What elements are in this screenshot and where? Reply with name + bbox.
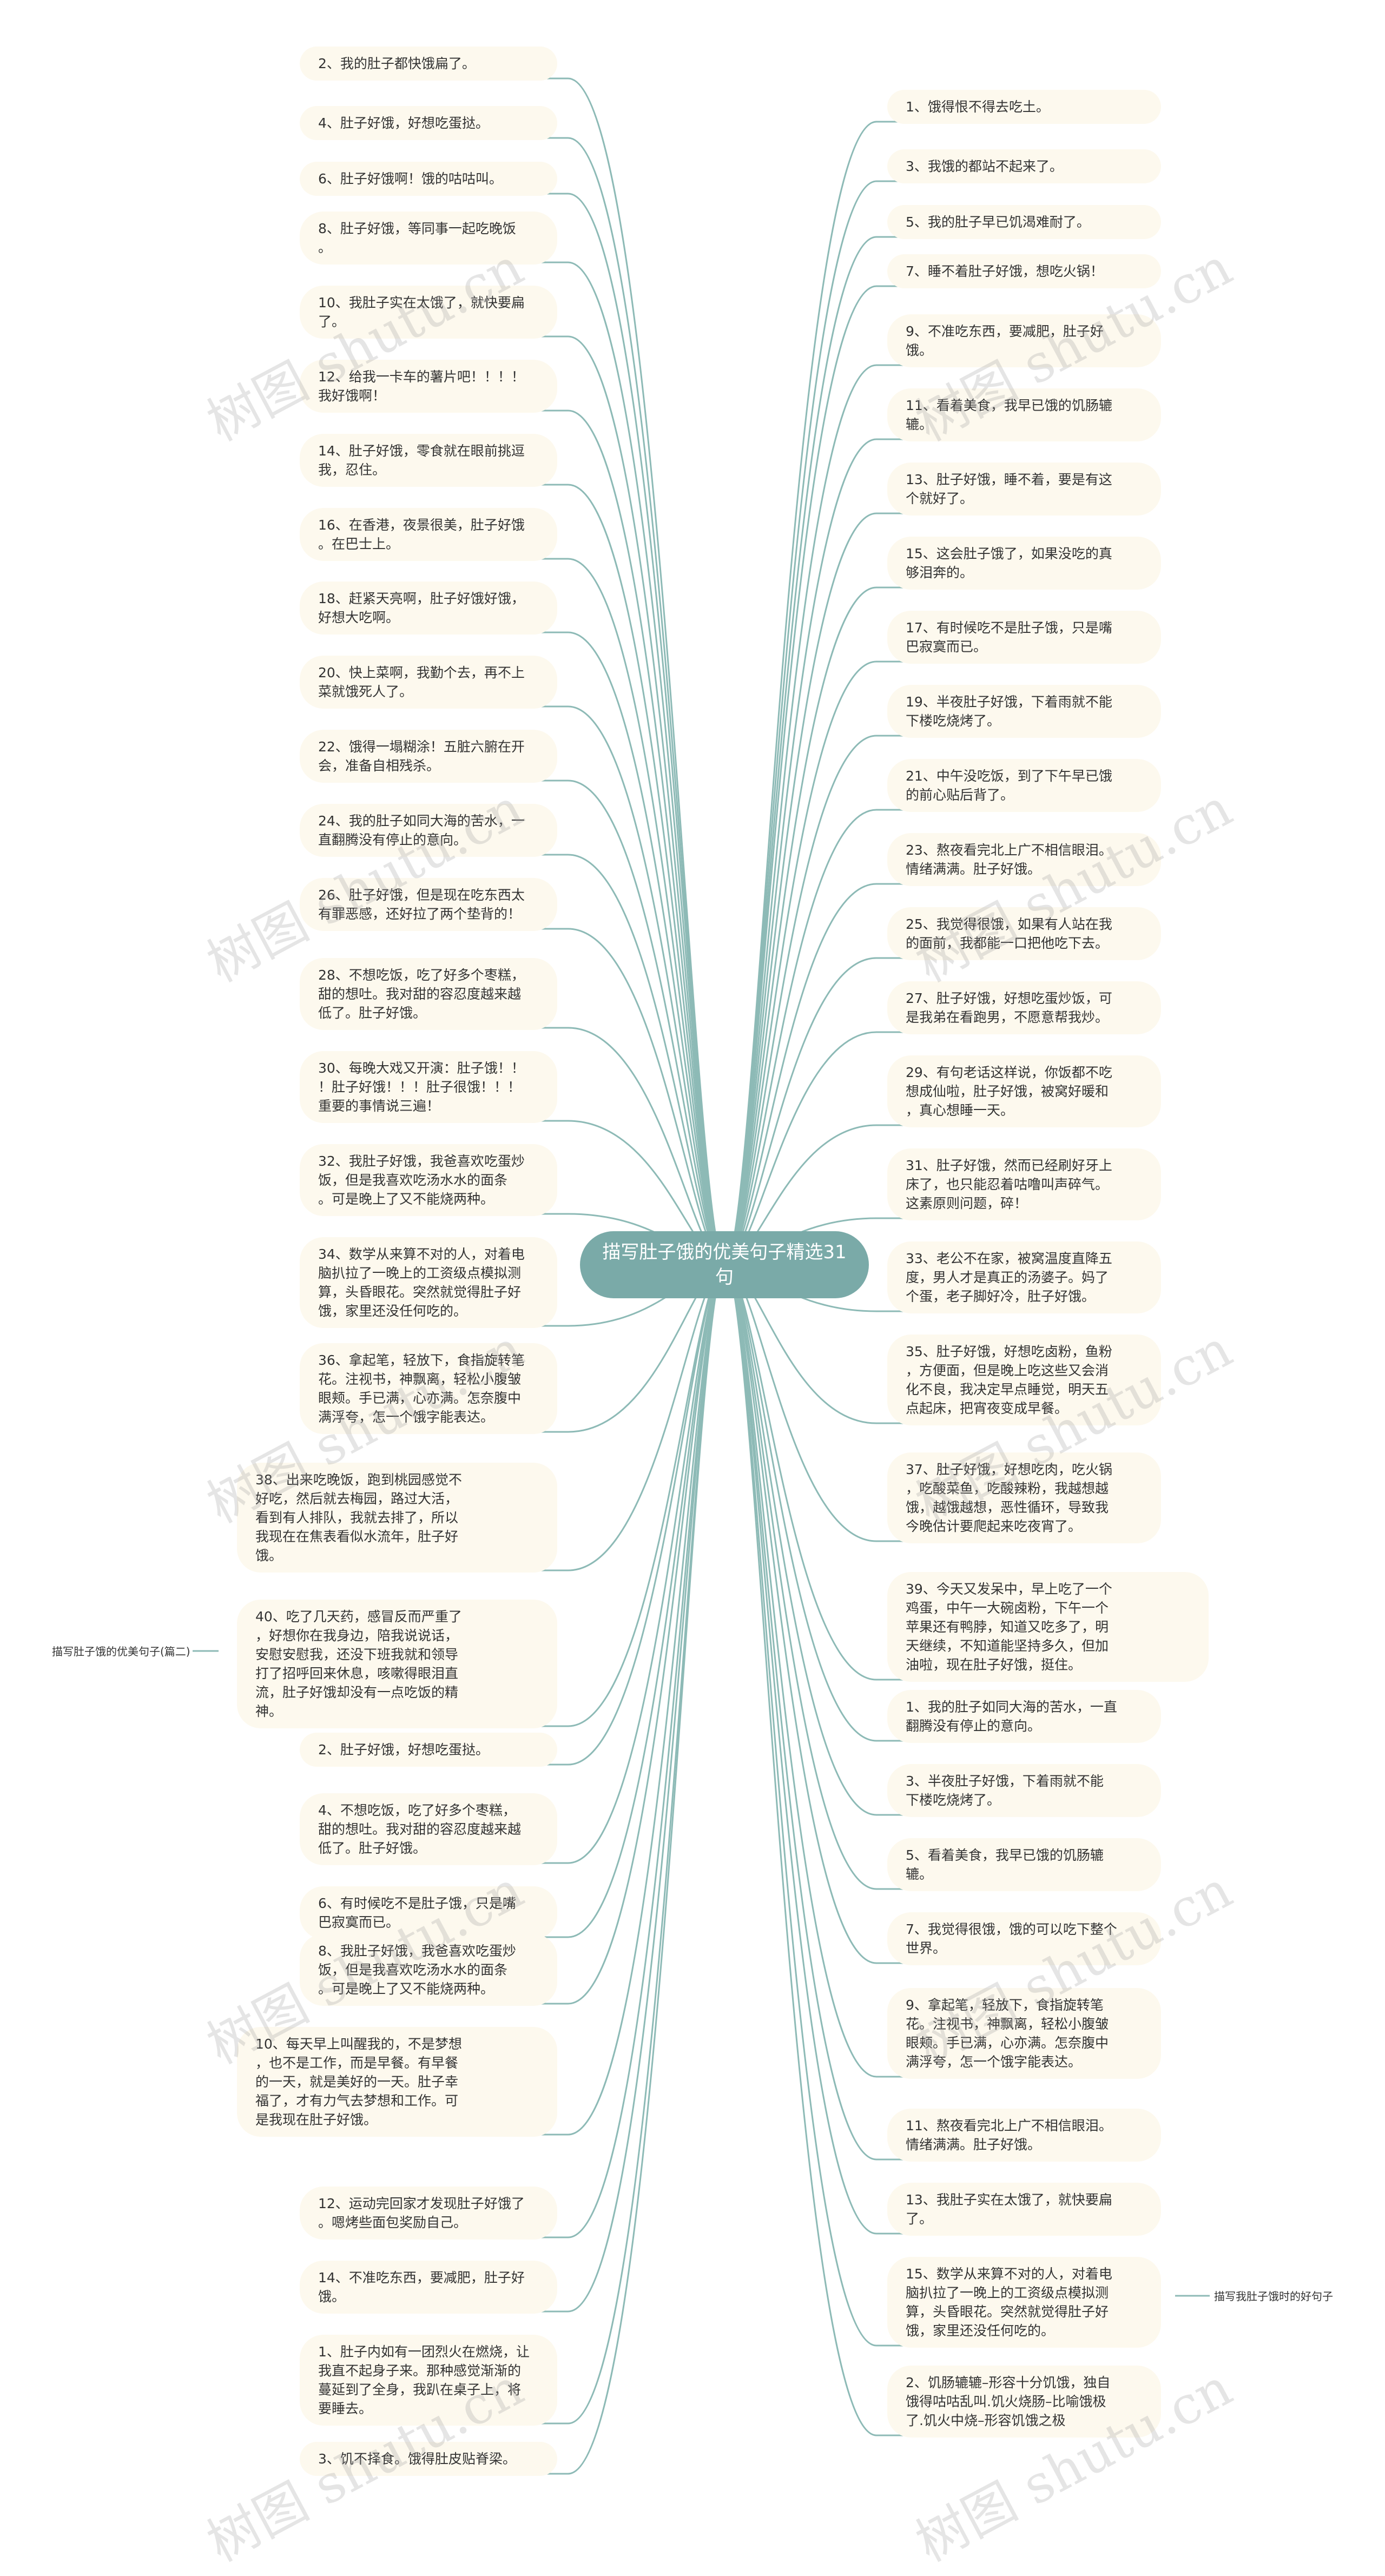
right-node[interactable]: 17、有时候吃不是肚子饿，只是嘴 巴寂寞而已。 xyxy=(887,611,1161,664)
right-node[interactable]: 9、不准吃东西，要减肥，肚子好 饿。 xyxy=(887,314,1161,367)
left-node[interactable]: 16、在香港，夜景很美，肚子好饿 。在巴士上。 xyxy=(300,508,557,561)
right-node[interactable]: 11、熬夜看完北上广不相信眼泪。 情绪满满。肚子好饿。 xyxy=(887,2109,1161,2162)
left-node[interactable]: 24、我的肚子如同大海的苦水，一 直翻腾没有停止的意向。 xyxy=(300,804,557,857)
left-node[interactable]: 14、不准吃东西，要减肥，肚子好 饿。 xyxy=(300,2261,557,2314)
left-node[interactable]: 14、肚子好饿，零食就在眼前挑逗 我，忍住。 xyxy=(300,434,557,487)
right-node[interactable]: 35、肚子好饿，好想吃卤粉，鱼粉 ，方便面，但是晚上吃这些又会消 化不良，我决定… xyxy=(887,1335,1161,1425)
root-topic[interactable]: 描写肚子饿的优美句子精选31句 xyxy=(580,1231,869,1298)
right-node[interactable]: 21、中午没吃饭，到了下午早已饿 的前心贴后背了。 xyxy=(887,759,1161,812)
left-node[interactable]: 8、我肚子好饿，我爸喜欢吃蛋炒 饭，但是我喜欢吃汤水水的面条 。可是晚上了又不能… xyxy=(300,1934,557,2006)
right-node[interactable]: 7、我觉得很饿，饿的可以吃下整个 世界。 xyxy=(887,1912,1161,1965)
left-node[interactable]: 40、吃了几天药，感冒反而严重了 ，好想你在我身边，陪我说说话， 安慰安慰我，还… xyxy=(237,1600,557,1728)
right-node[interactable]: 33、老公不在家，被窝温度直降五 度，男人才是真正的汤婆子。妈了 个蛋，老子脚好… xyxy=(887,1241,1161,1313)
right-node[interactable]: 19、半夜肚子好饿，下着雨就不能 下楼吃烧烤了。 xyxy=(887,685,1161,738)
left-node[interactable]: 10、每天早上叫醒我的，不是梦想 ，也不是工作，而是早餐。有早餐 的一天，就是美… xyxy=(237,2027,557,2137)
left-node[interactable]: 34、数学从来算不对的人，对着电 脑扒拉了一晚上的工资级点模拟测 算，头昏眼花。… xyxy=(300,1237,557,1328)
right-node[interactable]: 31、肚子好饿，然而已经刷好牙上 床了，也只能忍着咕噜叫声碎气。 这素原则问题，… xyxy=(887,1148,1161,1220)
left-node[interactable]: 3、饥不择食。饿得肚皮贴脊梁。 xyxy=(300,2442,557,2476)
left-node[interactable]: 12、运动完回家才发现肚子好饿了 。嗯烤些面包奖励自己。 xyxy=(300,2187,557,2240)
left-node[interactable]: 32、我肚子好饿，我爸喜欢吃蛋炒 饭，但是我喜欢吃汤水水的面条 。可是晚上了又不… xyxy=(300,1144,557,1216)
right-node[interactable]: 7、睡不着肚子好饿，想吃火锅！ xyxy=(887,254,1161,288)
left-node[interactable]: 4、不想吃饭，吃了好多个枣糕， 甜的想吐。我对甜的容忍度越来越 低了。肚子好饿。 xyxy=(300,1793,557,1865)
right-node[interactable]: 39、今天又发呆中，早上吃了一个 鸡蛋，中午一大碗卤粉，下午一个 苹果还有鸭脖，… xyxy=(887,1572,1209,1682)
left-node[interactable]: 12、给我一卡车的薯片吧！！！！ 我好饿啊！ xyxy=(300,360,557,413)
right-node[interactable]: 27、肚子好饿，好想吃蛋炒饭，可 是我弟在看跑男，不愿意帮我炒。 xyxy=(887,981,1161,1034)
right-node[interactable]: 9、拿起笔，轻放下，食指旋转笔 花。注视书，神飘离，轻松小腹皱 眼颊。手已满，心… xyxy=(887,1988,1161,2079)
right-node[interactable]: 29、有句老话这样说，你饭都不吃 想成仙啦，肚子好饿，被窝好暖和 ，真心想睡一天… xyxy=(887,1055,1161,1127)
right-node[interactable]: 23、熬夜看完北上广不相信眼泪。 情绪满满。肚子好饿。 xyxy=(887,833,1161,886)
left-node[interactable]: 20、快上菜啊，我勤个去，再不上 菜就饿死人了。 xyxy=(300,656,557,709)
right-node[interactable]: 15、这会肚子饿了，如果没吃的真 够泪奔的。 xyxy=(887,537,1161,590)
branch-label-right[interactable]: 描写我肚子饿时的好句子 xyxy=(1214,2290,1333,2303)
left-node[interactable]: 10、我肚子实在太饿了，就快要扁 了。 xyxy=(300,286,557,339)
left-node[interactable]: 18、赶紧天亮啊，肚子好饿好饿， 好想大吃啊。 xyxy=(300,582,557,635)
left-node[interactable]: 6、肚子好饿啊！饿的咕咕叫。 xyxy=(300,162,557,196)
left-node[interactable]: 6、有时候吃不是肚子饿，只是嘴 巴寂寞而已。 xyxy=(300,1886,557,1939)
right-node[interactable]: 5、我的肚子早已饥渴难耐了。 xyxy=(887,205,1161,239)
left-node[interactable]: 38、出来吃晚饭，跑到桃园感觉不 好吃，然后就去梅园，路过大活， 看到有人排队，… xyxy=(237,1463,557,1573)
left-node[interactable]: 2、我的肚子都快饿扁了。 xyxy=(300,47,557,81)
right-node[interactable]: 1、饿得恨不得去吃土。 xyxy=(887,90,1161,124)
right-node[interactable]: 5、看着美食，我早已饿的饥肠辘 辘。 xyxy=(887,1838,1161,1891)
left-node[interactable]: 1、肚子内如有一团烈火在燃烧，让 我直不起身子来。那种感觉渐渐的 蔓延到了全身，… xyxy=(300,2335,557,2426)
right-node[interactable]: 25、我觉得很饿，如果有人站在我 的面前，我都能一口把他吃下去。 xyxy=(887,907,1161,960)
right-node[interactable]: 11、看着美食，我早已饿的饥肠辘 辘。 xyxy=(887,388,1161,441)
left-node[interactable]: 26、肚子好饿，但是现在吃东西太 有罪恶感，还好拉了两个垫背的！ xyxy=(300,878,557,931)
right-node[interactable]: 37、肚子好饿，好想吃肉，吃火锅 ，吃酸菜鱼，吃酸辣粉，我越想越 饿，越饿越想，… xyxy=(887,1452,1161,1543)
right-node[interactable]: 3、我饿的都站不起来了。 xyxy=(887,149,1161,183)
right-node[interactable]: 2、饥肠辘辘–形容十分饥饿，独自 饿得咕咕乱叫.饥火烧肠–比喻饿极 了.饥火中烧… xyxy=(887,2366,1161,2438)
branch-label-left[interactable]: 描写肚子饿的优美句子(篇二) xyxy=(52,1645,190,1658)
left-node[interactable]: 2、肚子好饿，好想吃蛋挞。 xyxy=(300,1733,557,1767)
left-node[interactable]: 36、拿起笔，轻放下，食指旋转笔 花。注视书，神飘离，轻松小腹皱 眼颊。手已满，… xyxy=(300,1343,557,1434)
left-node[interactable]: 4、肚子好饿，好想吃蛋挞。 xyxy=(300,106,557,140)
right-node[interactable]: 3、半夜肚子好饿，下着雨就不能 下楼吃烧烤了。 xyxy=(887,1764,1161,1817)
right-node[interactable]: 1、我的肚子如同大海的苦水，一直 翻腾没有停止的意向。 xyxy=(887,1690,1161,1743)
left-node[interactable]: 28、不想吃饭，吃了好多个枣糕， 甜的想吐。我对甜的容忍度越来越 低了。肚子好饿… xyxy=(300,958,557,1030)
right-node[interactable]: 13、肚子好饿，睡不着，要是有这 个就好了。 xyxy=(887,463,1161,516)
left-node[interactable]: 22、饿得一塌糊涂！五脏六腑在开 会，准备自相残杀。 xyxy=(300,730,557,783)
left-node[interactable]: 8、肚子好饿，等同事一起吃晚饭 。 xyxy=(300,212,557,265)
right-node[interactable]: 13、我肚子实在太饿了，就快要扁 了。 xyxy=(887,2183,1161,2236)
right-node[interactable]: 15、数学从来算不对的人，对着电 脑扒拉了一晚上的工资级点模拟测 算，头昏眼花。… xyxy=(887,2257,1161,2348)
left-node[interactable]: 30、每晚大戏又开演：肚子饿！！ ！肚子好饿！！！肚子很饿！！！ 重要的事情说三… xyxy=(300,1051,557,1123)
